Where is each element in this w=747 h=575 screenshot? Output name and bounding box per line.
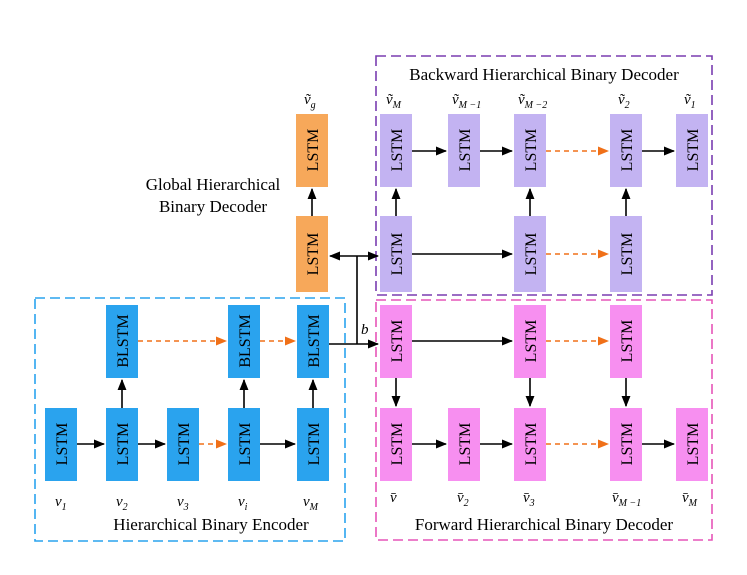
backward-decoder-region xyxy=(375,55,713,296)
svg-text:LSTM: LSTM xyxy=(457,129,474,172)
backward-output-labels: ṽM ṽM −1 ṽM −2 ṽ2 ṽ1 xyxy=(386,92,696,111)
encoder-lstm-2: LSTM xyxy=(106,408,138,481)
forward-lstm-bottom-1: LSTM xyxy=(380,408,412,481)
svg-text:BLSTM: BLSTM xyxy=(115,314,132,367)
svg-text:LSTM: LSTM xyxy=(619,423,636,466)
svg-text:v̄3: v̄3 xyxy=(523,490,535,509)
svg-text:BLSTM: BLSTM xyxy=(237,314,254,367)
forward-lstm-bottom-5: LSTM xyxy=(676,408,708,481)
svg-text:LSTM: LSTM xyxy=(619,233,636,276)
svg-text:LSTM: LSTM xyxy=(305,233,322,276)
backward-lstm-bottom-1: LSTM xyxy=(380,216,412,292)
svg-text:v2: v2 xyxy=(116,494,128,513)
svg-text:LSTM: LSTM xyxy=(523,423,540,466)
svg-text:vi: vi xyxy=(238,494,248,513)
svg-text:LSTM: LSTM xyxy=(305,129,322,172)
forward-lstm-bottom-4: LSTM xyxy=(610,408,642,481)
svg-text:LSTM: LSTM xyxy=(457,423,474,466)
svg-text:ṽ2: ṽ2 xyxy=(618,92,630,111)
svg-text:v3: v3 xyxy=(177,494,189,513)
svg-text:LSTM: LSTM xyxy=(389,423,406,466)
encoder-lstm-3: LSTM xyxy=(167,408,199,481)
svg-text:ṽM −1: ṽM −1 xyxy=(452,92,481,111)
svg-text:v1: v1 xyxy=(55,494,67,513)
svg-text:v̄M: v̄M xyxy=(682,490,698,509)
forward-lstm-bottom-2: LSTM xyxy=(448,408,480,481)
svg-text:LSTM: LSTM xyxy=(389,233,406,276)
svg-text:LSTM: LSTM xyxy=(523,233,540,276)
svg-text:LSTM: LSTM xyxy=(619,129,636,172)
svg-text:LSTM: LSTM xyxy=(54,423,71,466)
svg-text:LSTM: LSTM xyxy=(306,423,323,466)
global-output-label: ṽg xyxy=(304,92,316,111)
backward-lstm-top-1: LSTM xyxy=(380,114,412,187)
backward-lstm-top-3: LSTM xyxy=(514,114,546,187)
global-decoder-title-line1: Global Hierarchical xyxy=(146,175,281,194)
backward-lstm-top-2: LSTM xyxy=(448,114,480,187)
svg-text:LSTM: LSTM xyxy=(176,423,193,466)
encoder-input-labels: v1 v2 v3 vi vM xyxy=(55,494,319,513)
encoder-blstm-i: BLSTM xyxy=(228,305,260,378)
svg-text:LSTM: LSTM xyxy=(685,423,702,466)
backward-lstm-bottom-3: LSTM xyxy=(514,216,546,292)
encoder-lstm-m: LSTM xyxy=(297,408,329,481)
svg-text:LSTM: LSTM xyxy=(389,320,406,363)
svg-text:ṽM: ṽM xyxy=(386,92,402,111)
svg-text:LSTM: LSTM xyxy=(115,423,132,466)
forward-lstm-bottom-3: LSTM xyxy=(514,408,546,481)
svg-text:LSTM: LSTM xyxy=(523,129,540,172)
svg-text:LSTM: LSTM xyxy=(237,423,254,466)
encoder-lstm-i: LSTM xyxy=(228,408,260,481)
forward-decoder-title: Forward Hierarchical Binary Decoder xyxy=(415,515,674,534)
forward-lstm-top-1: LSTM xyxy=(380,305,412,378)
svg-text:LSTM: LSTM xyxy=(685,129,702,172)
backward-decoder-title: Backward Hierarchical Binary Decoder xyxy=(409,65,679,84)
backward-lstm-top-4: LSTM xyxy=(610,114,642,187)
svg-text:BLSTM: BLSTM xyxy=(306,314,323,367)
encoder-blstm-m: BLSTM xyxy=(297,305,329,378)
encoder-blstm-2: BLSTM xyxy=(106,305,138,378)
svg-text:LSTM: LSTM xyxy=(389,129,406,172)
backward-lstm-bottom-4: LSTM xyxy=(610,216,642,292)
svg-text:v̄2: v̄2 xyxy=(457,490,469,509)
svg-text:LSTM: LSTM xyxy=(523,320,540,363)
forward-output-labels: v̄ v̄2 v̄3 v̄M −1 v̄M xyxy=(390,490,698,509)
encoder-title: Hierarchical Binary Encoder xyxy=(113,515,309,534)
forward-lstm-top-4: LSTM xyxy=(610,305,642,378)
encoder-lstm-1: LSTM xyxy=(45,408,77,481)
svg-text:v̄M −1: v̄M −1 xyxy=(612,490,641,509)
svg-text:ṽM −2: ṽM −2 xyxy=(518,92,547,111)
forward-decoder-region xyxy=(375,299,713,541)
svg-text:v̄: v̄ xyxy=(390,490,397,506)
global-decoder-title-line2: Binary Decoder xyxy=(159,197,267,216)
b-label: b xyxy=(361,322,369,338)
global-lstm-bottom: LSTM xyxy=(296,216,328,292)
global-lstm-top: LSTM xyxy=(296,114,328,187)
backward-lstm-top-5: LSTM xyxy=(676,114,708,187)
svg-text:ṽ1: ṽ1 xyxy=(684,92,696,111)
svg-text:vM: vM xyxy=(303,494,319,513)
forward-lstm-top-3: LSTM xyxy=(514,305,546,378)
encoder-region xyxy=(34,297,346,542)
svg-text:LSTM: LSTM xyxy=(619,320,636,363)
